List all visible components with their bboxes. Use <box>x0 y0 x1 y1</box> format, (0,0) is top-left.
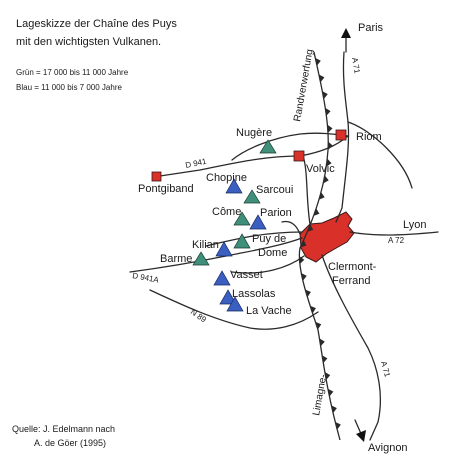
fault-tick <box>319 338 325 347</box>
fault-tick <box>327 124 333 133</box>
road-a71-south <box>321 254 381 441</box>
volcano-kilian-icon <box>215 241 233 257</box>
label-come: Côme <box>212 206 241 218</box>
label-chopine: Chopine <box>206 172 247 184</box>
fault-tick <box>326 158 332 167</box>
fault-tick <box>323 175 329 184</box>
label-puy-line2: Dome <box>258 247 287 259</box>
label-parion: Parion <box>260 207 292 219</box>
fault-tick <box>313 208 320 216</box>
clermont-ferrand-area <box>299 211 355 263</box>
volcano-vasset-icon <box>213 270 231 286</box>
label-a71-south: A 71 <box>379 360 392 378</box>
fault-tick <box>335 421 341 430</box>
fault-tick <box>307 224 314 232</box>
label-sarcoui: Sarcoui <box>256 184 293 196</box>
source-line2: A. de Göer (1995) <box>34 438 106 448</box>
road-riom-link <box>347 121 413 189</box>
label-randverwerfung: Randverwerfung <box>292 48 316 122</box>
label-kilian: Kilian <box>192 239 219 251</box>
fault-tick <box>324 371 331 380</box>
label-paris: Paris <box>358 22 384 34</box>
volcano-sarcoui-icon <box>243 189 261 204</box>
label-a72: A 72 <box>388 236 405 245</box>
volcano-barme-icon <box>192 251 210 266</box>
avignon-arrow-icon <box>356 430 366 442</box>
label-a71-north: A 71 <box>350 57 362 75</box>
fault-tick <box>301 272 307 281</box>
label-pontgiband: Pontgiband <box>138 183 194 195</box>
road-west-cf <box>281 220 301 235</box>
label-n89: N 89 <box>189 307 208 324</box>
volcano-chopine-icon <box>225 178 243 194</box>
road-mid <box>205 231 303 247</box>
volcano-la-vache-icon <box>226 296 244 312</box>
volcano-triangles <box>192 139 277 312</box>
road-a72 <box>349 231 439 236</box>
town-marker-riom <box>335 129 347 141</box>
label-volvic: Volvic <box>306 163 335 175</box>
volcano-parion-icon <box>249 214 267 230</box>
legend-green: Grün = 17 000 bis 11 000 Jahre <box>16 68 129 77</box>
volcano-puy-de-dome-icon <box>233 233 251 249</box>
label-limagne: Limagne- <box>311 374 329 417</box>
map-title-line2: mit den wichtigsten Vulkanen. <box>16 36 161 48</box>
label-d941: D 941 <box>185 157 208 170</box>
fault-tick <box>305 289 311 298</box>
paris-arrow-icon <box>341 28 351 38</box>
fault-tick <box>315 57 321 66</box>
label-clermont-line1: Clermont- <box>328 261 377 273</box>
fault-tick <box>322 91 328 99</box>
source-line1: Quelle: J. Edelmann nach <box>12 424 115 434</box>
fault-tick <box>328 141 334 150</box>
label-vasset: Vasset <box>230 269 263 281</box>
label-lassolas: Lassolas <box>232 288 276 300</box>
fault-tick <box>299 256 305 265</box>
fault-tick <box>315 321 322 330</box>
fault-tick <box>318 74 325 83</box>
label-riom: Riom <box>356 131 382 143</box>
fault-tick <box>327 388 334 397</box>
fault-tick <box>310 305 316 314</box>
road-d941 <box>159 135 349 177</box>
fault-tick <box>331 405 337 414</box>
label-barme: Barme <box>160 253 192 265</box>
fault-ticks <box>299 57 341 430</box>
town-marker-volvic <box>293 150 305 162</box>
label-puy-line1: Puy de <box>252 233 286 245</box>
fault-tick <box>318 192 325 200</box>
fault-tick <box>300 239 307 248</box>
label-clermont-line2: Ferrand <box>332 275 371 287</box>
road-d941-branch <box>231 132 349 161</box>
town-marker-pontgiband <box>151 171 162 182</box>
volcano-come-icon <box>233 211 251 226</box>
volcano-nugere-icon <box>259 139 277 154</box>
fault-tick <box>325 107 331 116</box>
fault-tick <box>322 355 328 364</box>
label-d941a: D 941A <box>132 271 160 285</box>
label-nugere: Nugère <box>236 127 272 139</box>
volcano-lassolas-icon <box>219 289 237 305</box>
map-title-line1: Lageskizze der Chaîne des Puys <box>16 18 177 30</box>
legend-blue: Blau = 11 000 bis 7 000 Jahre <box>16 83 122 92</box>
label-la-vache: La Vache <box>246 305 292 317</box>
road-n89 <box>149 289 319 330</box>
label-lyon: Lyon <box>403 219 426 231</box>
label-avignon: Avignon <box>368 442 408 454</box>
